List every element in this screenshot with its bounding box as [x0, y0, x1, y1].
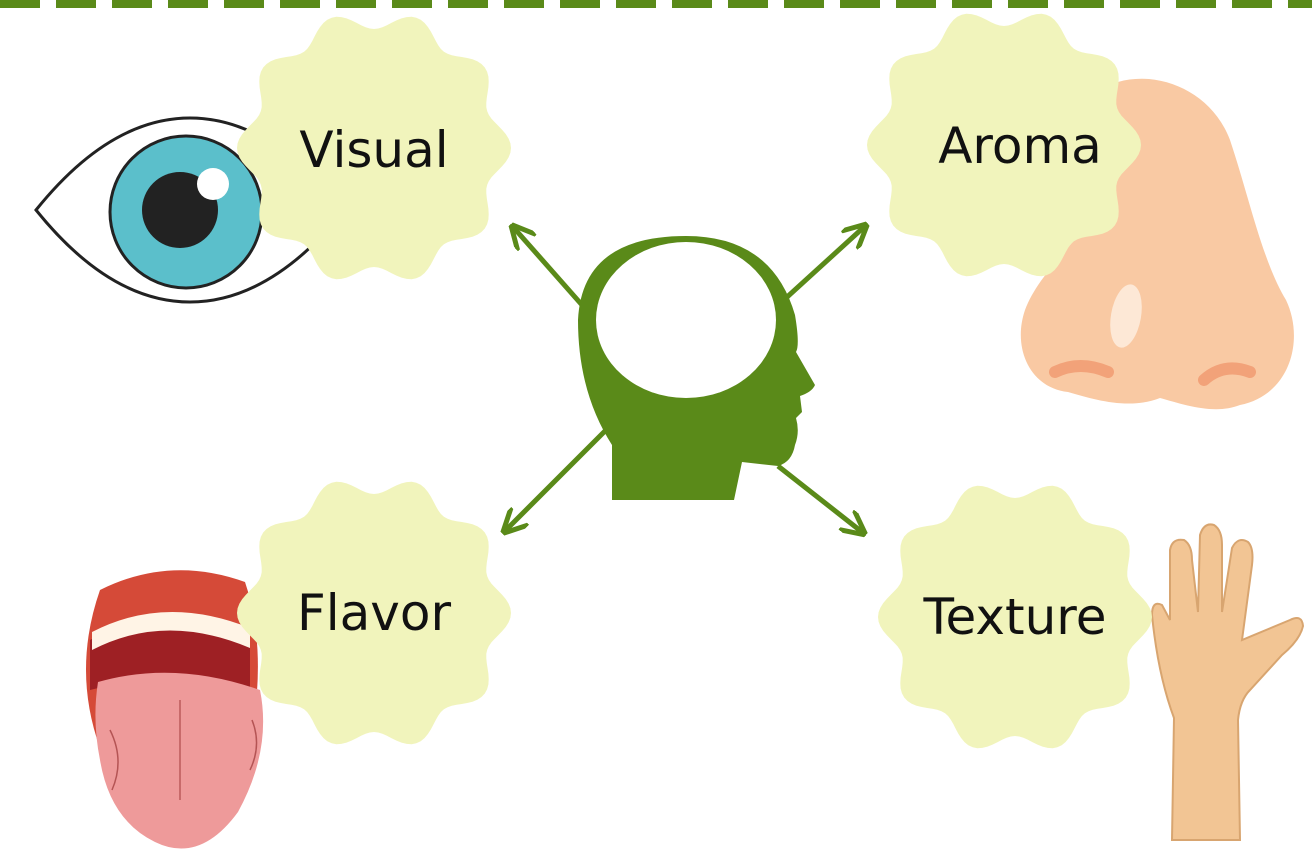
arrow-to-visual [514, 228, 582, 305]
label-visual: Visual [299, 125, 448, 175]
arrow-to-aroma [786, 227, 864, 298]
head-silhouette-icon [578, 236, 815, 500]
label-aroma: Aroma [938, 121, 1102, 171]
arrow-to-texture [778, 466, 862, 532]
hand-icon [1152, 524, 1303, 840]
label-texture: Texture [923, 592, 1106, 642]
tongue-icon [86, 570, 263, 848]
arrow-to-flavor [506, 424, 612, 530]
label-flavor: Flavor [297, 588, 451, 638]
